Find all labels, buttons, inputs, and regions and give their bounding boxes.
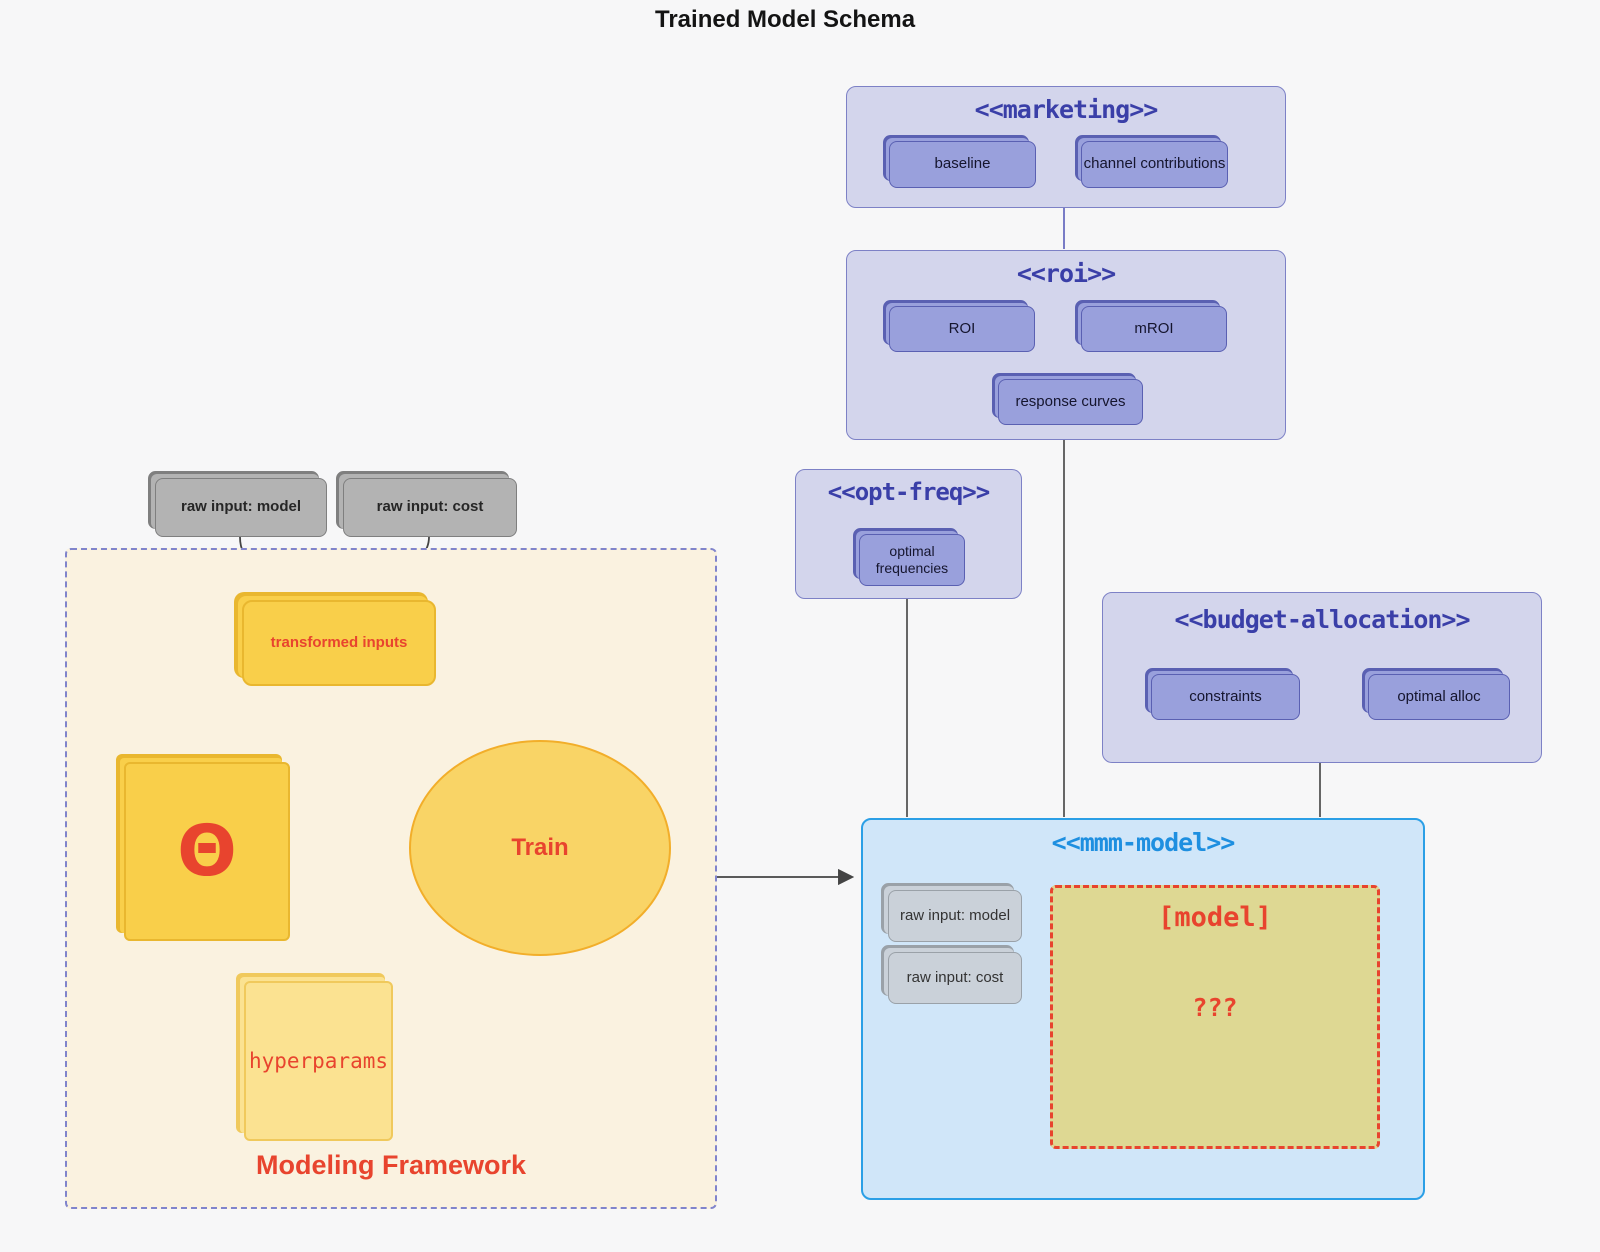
hyperparams-card: hyperparams [244, 981, 393, 1141]
raw-input-model-card: raw input: model [155, 478, 327, 537]
response-curves-card: response curves [998, 379, 1143, 425]
optimal-frequencies-card: optimal frequencies [859, 534, 965, 586]
baseline-card: baseline [889, 141, 1036, 188]
raw-input-cost-card: raw input: cost [343, 478, 517, 537]
theta-card: Θ [124, 762, 290, 941]
model-label: [model] [1158, 902, 1272, 933]
channel-contributions-card: channel contributions [1081, 141, 1228, 188]
mmm-model-package: <<mmm-model>> raw input: model raw input… [861, 818, 1425, 1200]
opt-freq-package: <<opt-freq>> optimal frequencies [795, 469, 1022, 599]
budget-allocation-package: <<budget-allocation>> constraints optima… [1102, 592, 1542, 763]
diagram-title: Trained Model Schema [655, 6, 916, 33]
transformed-inputs-card: transformed inputs [242, 600, 436, 686]
train-ellipse: Train [409, 740, 671, 956]
theta-symbol: Θ [177, 809, 237, 892]
mroi-card: mROI [1081, 306, 1227, 352]
roi-package: <<roi>> ROI mROI response curves [846, 250, 1286, 440]
modeling-framework-label: Modeling Framework [255, 1150, 527, 1180]
mmm-raw-input-cost-card: raw input: cost [888, 952, 1022, 1004]
optimal-alloc-card: optimal alloc [1368, 674, 1510, 720]
opt-freq-package-title: <<opt-freq>> [827, 478, 990, 506]
modeling-framework-box: transformed inputs Θ Train hyperparams M… [65, 548, 717, 1209]
constraints-card: constraints [1151, 674, 1300, 720]
budget-allocation-package-title: <<budget-allocation>> [1174, 605, 1470, 634]
mmm-raw-input-model-card: raw input: model [888, 890, 1022, 942]
marketing-package-title: <<marketing>> [974, 95, 1159, 124]
marketing-package: <<marketing>> baseline channel contribut… [846, 86, 1286, 208]
roi-package-title: <<roi>> [1016, 259, 1116, 288]
train-label: Train [511, 834, 569, 861]
model-unknown-placeholder: ??? [1192, 993, 1238, 1022]
model-placeholder-box: [model] ??? [1050, 885, 1380, 1149]
mmm-model-package-title: <<mmm-model>> [1051, 828, 1236, 857]
roi-card: ROI [889, 306, 1035, 352]
